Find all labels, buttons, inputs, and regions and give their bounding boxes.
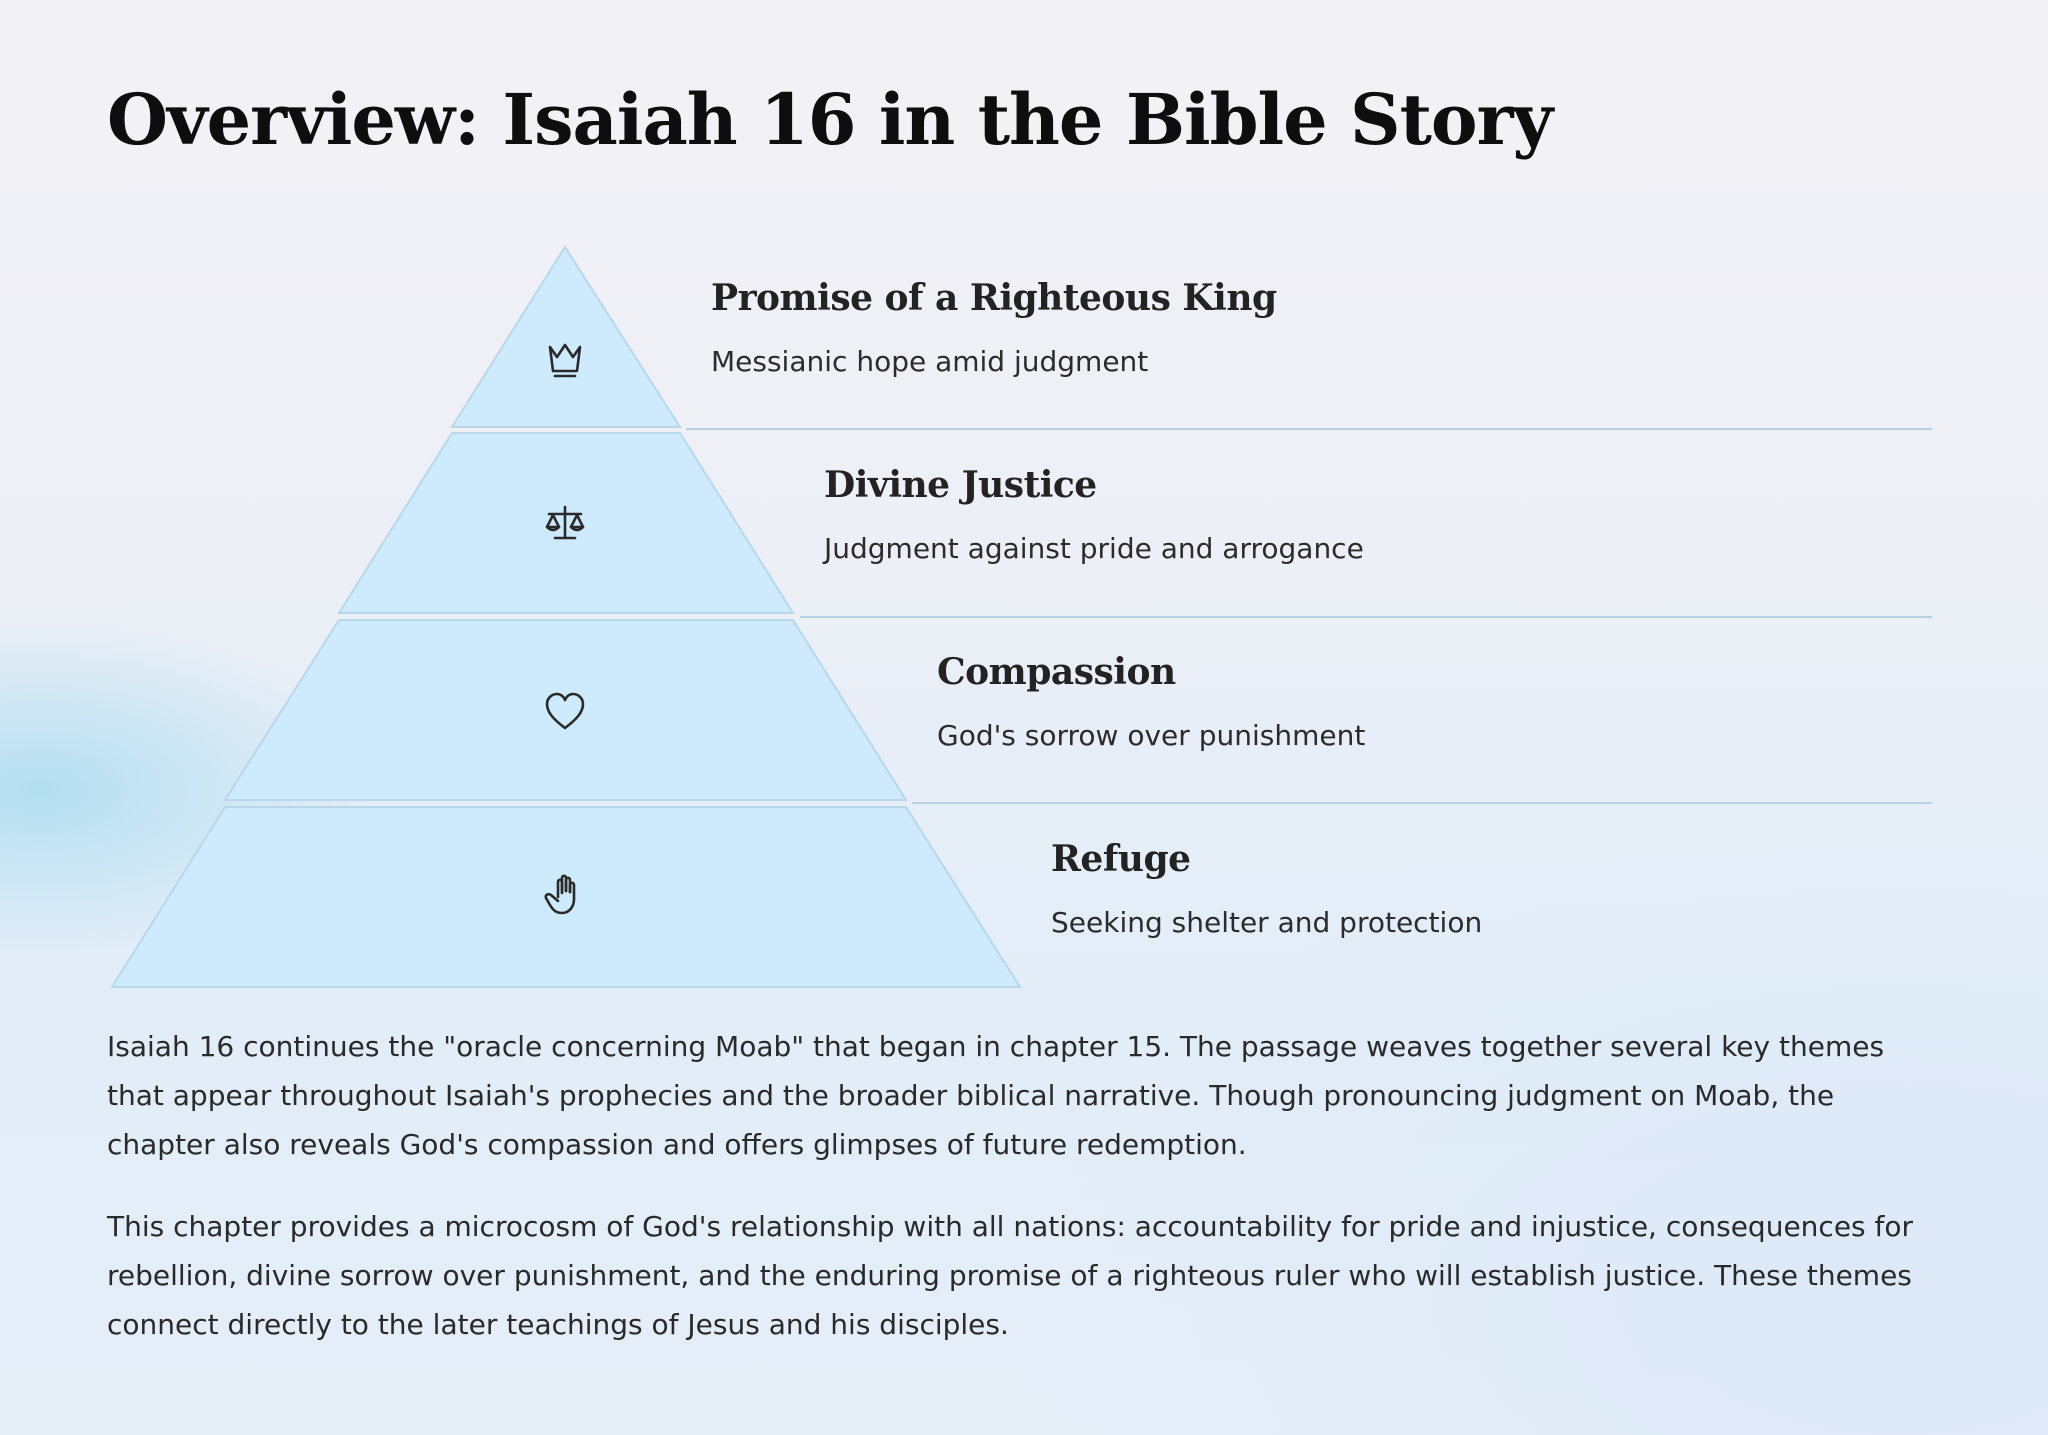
page-title: Overview: Isaiah 16 in the Bible Story: [107, 78, 1553, 161]
pyramid-tier-righteous-king: [450, 245, 682, 428]
hand-icon: [544, 874, 576, 915]
crown-icon: [548, 343, 582, 378]
body-paragraph: Isaiah 16 continues the "oracle concerni…: [107, 1030, 1885, 1161]
tier-description: Seeking shelter and protection: [1051, 906, 1483, 939]
tier-title: Promise of a Righteous King: [711, 277, 1277, 319]
heart-icon: [545, 692, 585, 730]
tier-description: God's sorrow over punishment: [937, 719, 1366, 752]
tier-description: Judgment against pride and arrogance: [824, 532, 1364, 565]
tier-label-refuge: Refuge Seeking shelter and protection: [1051, 838, 1482, 939]
tier-label-divine-justice: Divine Justice Judgment against pride an…: [824, 464, 1364, 565]
pyramid-tier-refuge: [110, 806, 1022, 988]
tier-description: Messianic hope amid judgment: [711, 345, 1149, 378]
tier-label-compassion: Compassion God's sorrow over punishment: [937, 651, 1365, 752]
body-paragraph: This chapter provides a microcosm of God…: [107, 1210, 1914, 1341]
tier-title: Divine Justice: [824, 464, 1097, 506]
pyramid-diagram: [110, 245, 1932, 988]
tier-title: Refuge: [1051, 838, 1191, 880]
tier-label-righteous-king: Promise of a Righteous King Messianic ho…: [711, 277, 1277, 378]
scales-icon: [545, 505, 585, 540]
pyramid-tier-compassion: [223, 619, 908, 801]
tier-title: Compassion: [937, 651, 1176, 693]
